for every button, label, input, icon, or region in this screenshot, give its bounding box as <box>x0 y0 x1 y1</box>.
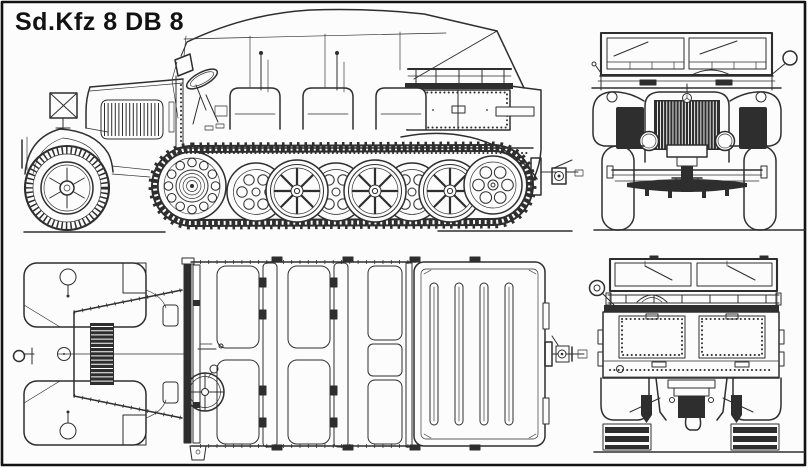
hitch-mechanism <box>629 377 754 431</box>
road-wheels <box>226 158 483 224</box>
license-plate <box>666 144 708 158</box>
antislip-plate <box>122 262 147 294</box>
windshield <box>599 31 774 77</box>
drawing-title: Sd.Kfz 8 DB 8 <box>15 8 185 36</box>
side-view <box>21 8 584 233</box>
bench-seats <box>214 51 427 130</box>
hood-louvers <box>100 99 164 140</box>
rear-panel-left <box>618 315 686 359</box>
mirror <box>591 50 798 77</box>
ground-line <box>23 230 573 233</box>
rear-body <box>597 311 785 379</box>
wiper-right <box>699 40 738 55</box>
rear-panel-right <box>698 315 766 359</box>
plan-fenders <box>23 262 167 446</box>
cowl <box>591 69 782 93</box>
seat-rows-plan <box>216 262 413 448</box>
rear-rail <box>605 292 782 306</box>
front-wheel <box>23 144 111 232</box>
width-indicator <box>49 92 78 129</box>
top-view <box>12 256 588 461</box>
radiator-vents-top <box>90 323 114 385</box>
windshield-steering <box>171 35 225 149</box>
lifting-hoop <box>588 279 615 306</box>
vent-left <box>616 107 644 149</box>
front-fender <box>21 128 151 178</box>
hood <box>49 78 184 149</box>
front-fenders <box>592 91 782 147</box>
drive-sprocket <box>157 151 227 221</box>
rear-tracks <box>602 423 780 451</box>
wiper-left <box>613 41 649 57</box>
plan-body <box>190 256 481 451</box>
folded-windshield <box>181 257 207 461</box>
front-axle <box>606 156 768 198</box>
radiator-grille <box>644 91 730 163</box>
mirror-top <box>59 268 77 286</box>
idler-wheel <box>463 155 523 215</box>
mirror-bottom <box>59 422 77 440</box>
rear-fenders <box>600 377 782 421</box>
front-view <box>591 31 806 231</box>
tow-hitch-plan <box>544 335 588 367</box>
rear-windshield <box>608 255 779 314</box>
plan-hood <box>57 288 185 420</box>
tow-hitch <box>530 157 584 196</box>
bed-edge-bar <box>604 305 779 312</box>
antislip-plate <box>122 414 147 446</box>
cargo-cover <box>413 261 550 447</box>
rear-view <box>588 255 805 453</box>
front-hook <box>12 347 35 365</box>
canvas-top <box>180 8 525 89</box>
steering-wheel-plan <box>185 343 225 412</box>
vent-right <box>739 107 767 149</box>
front-tires <box>601 145 777 231</box>
